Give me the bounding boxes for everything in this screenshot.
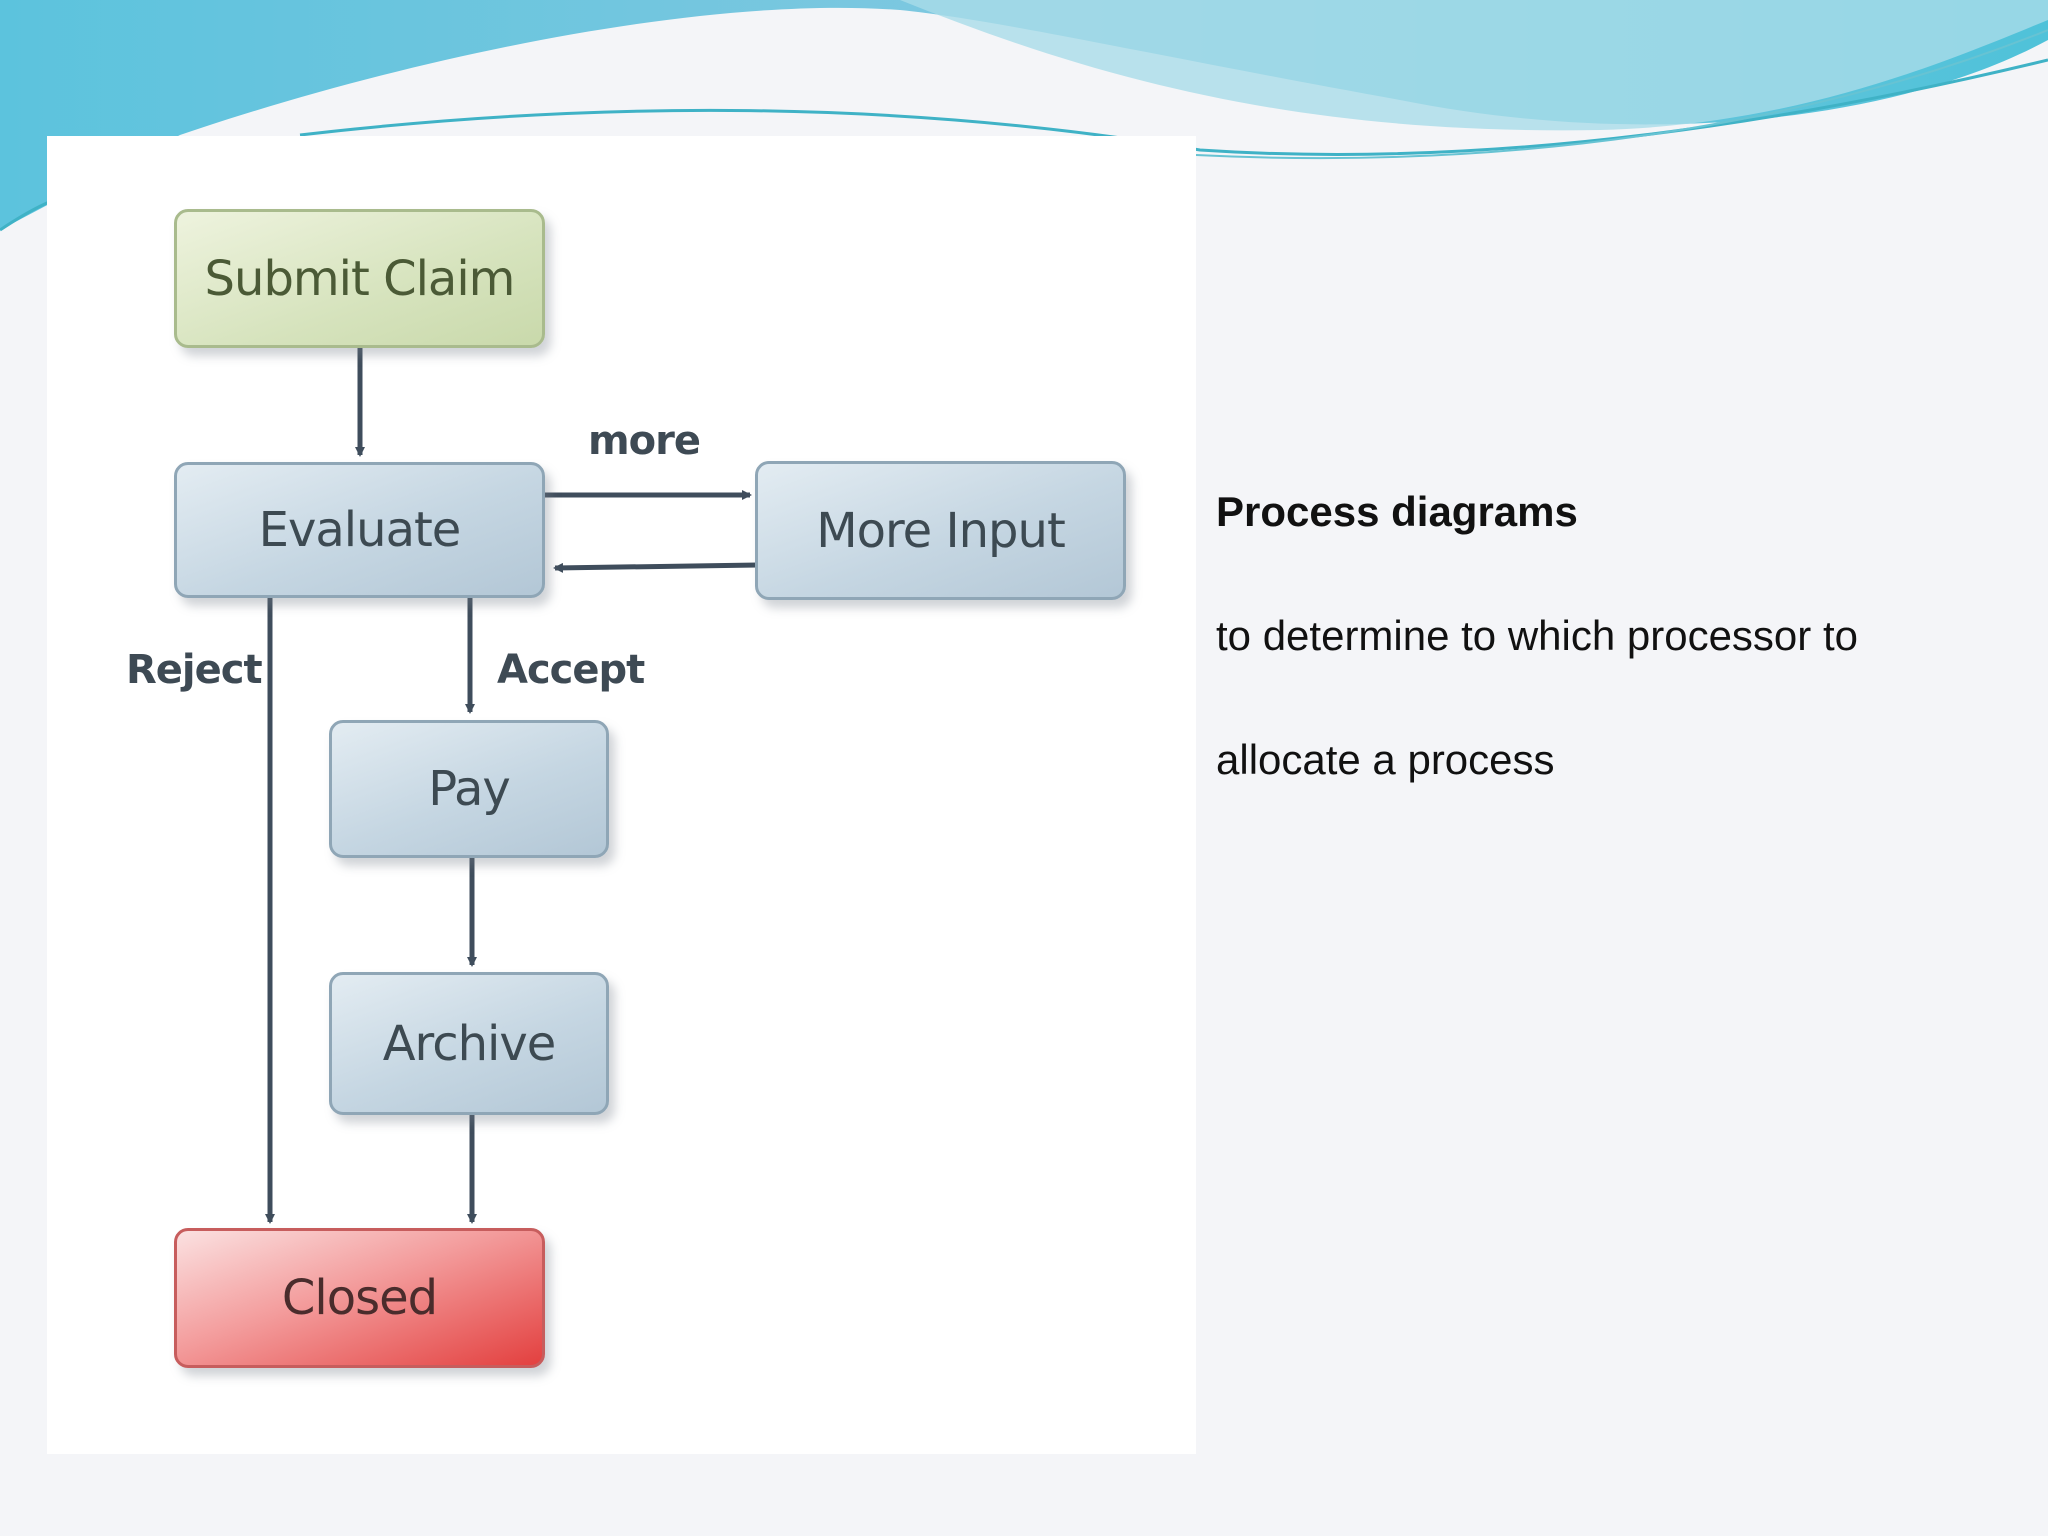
node-archive: Archive (329, 972, 609, 1115)
node-pay: Pay (329, 720, 609, 858)
body-text-line-2: allocate a process (1216, 736, 1555, 783)
node-submit-claim: Submit Claim (174, 209, 545, 348)
node-more-input: More Input (755, 461, 1126, 600)
edge-label-more: more (588, 418, 701, 464)
node-closed: Closed (174, 1228, 545, 1368)
node-evaluate: Evaluate (174, 462, 545, 598)
edge-label-reject: Reject (126, 647, 263, 693)
body-text-line-1: to determine to which processor to (1216, 612, 1858, 659)
edge-label-accept: Accept (497, 647, 645, 693)
slide-heading: Process diagrams (1216, 488, 1578, 535)
